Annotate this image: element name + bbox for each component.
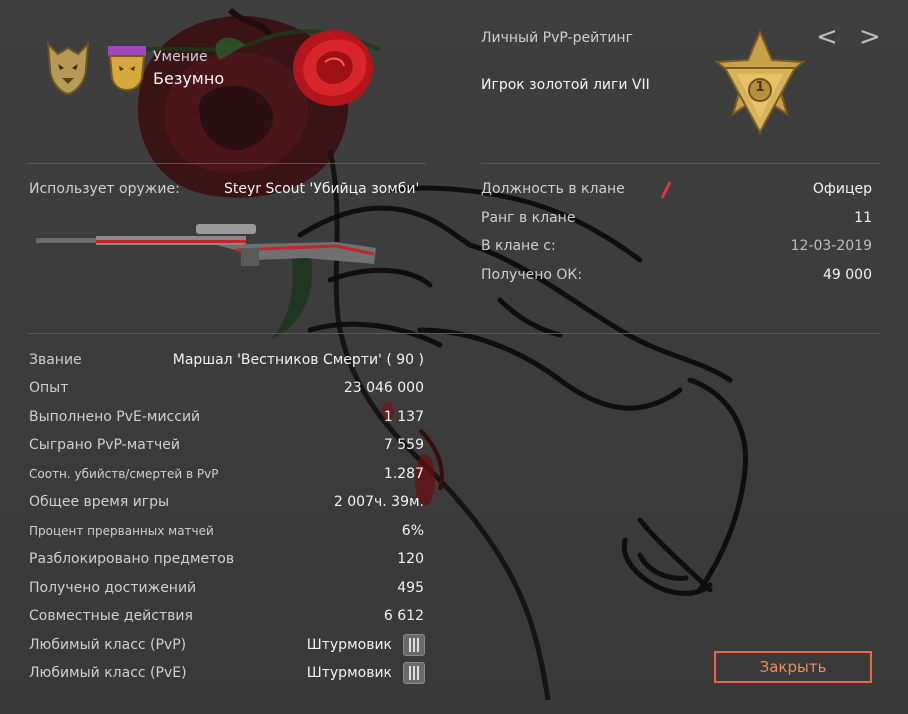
- divider-middle: [27, 333, 880, 334]
- stat-value: Штурмовик: [306, 665, 392, 681]
- weapon-name: Steyr Scout 'Убийца зомби': [224, 181, 420, 197]
- rifleman-class-icon: [403, 662, 425, 684]
- stat-label: Совместные действия: [29, 608, 193, 624]
- rating-prev-button[interactable]: <: [816, 22, 838, 52]
- stat-value: 1 137: [383, 409, 424, 425]
- stat-label: Получено достижений: [29, 580, 197, 596]
- skill-value: Безумно: [153, 69, 225, 88]
- stat-value: 2 007ч. 39м.: [333, 494, 424, 510]
- stat-value: 495: [397, 580, 424, 596]
- gold-league-emblem-icon: 1: [705, 28, 815, 140]
- divider-top-left: [27, 163, 426, 164]
- clan-row-value: 12-03-2019: [790, 238, 872, 254]
- rating-next-button[interactable]: >: [859, 22, 881, 52]
- stat-value: 1.287: [383, 466, 424, 482]
- clan-row-label: Получено ОК:: [481, 267, 583, 283]
- divider-top-right: [481, 163, 880, 164]
- close-button[interactable]: Закрыть: [714, 651, 872, 683]
- stat-label: Любимый класс (PvE): [29, 665, 187, 681]
- weapon-label: Использует оружие:: [29, 181, 180, 197]
- stat-label: Сыграно PvP-матчей: [29, 437, 181, 453]
- clan-row-value: Офицер: [812, 181, 872, 197]
- clan-row-value: 11: [854, 210, 872, 226]
- wolf-emblem-icon: [42, 38, 94, 96]
- stat-label: Процент прерванных матчей: [29, 524, 214, 538]
- league-rank-number: 1: [755, 80, 765, 95]
- league-text: Игрок золотой лиги VII: [481, 77, 650, 93]
- clan-row-label: В клане с:: [481, 238, 556, 254]
- clan-row-label: Должность в клане: [481, 181, 625, 197]
- stat-value: 23 046 000: [343, 380, 424, 396]
- stat-value: 6 612: [383, 608, 424, 624]
- skill-label: Умение: [153, 49, 208, 65]
- pvp-rating-label: Личный PvP-рейтинг: [481, 30, 633, 46]
- stat-label: Выполнено PvE-миссий: [29, 409, 201, 425]
- stat-value: Маршал 'Вестников Смерти' ( 90 ): [172, 352, 424, 368]
- stat-label: Общее время игры: [29, 494, 170, 510]
- clan-row-label: Ранг в клане: [481, 210, 576, 226]
- stat-value: Штурмовик: [306, 637, 392, 653]
- stat-label: Любимый класс (PvP): [29, 637, 187, 653]
- stat-label: Разблокировано предметов: [29, 551, 235, 567]
- stat-label: Звание: [29, 352, 82, 368]
- stat-value: 6%: [401, 523, 424, 539]
- stat-value: 120: [397, 551, 424, 567]
- skill-badge-icon: [106, 44, 148, 92]
- sniper-rifle-icon: [36, 218, 386, 274]
- stat-label: Соотн. убийств/смертей в PvP: [29, 467, 219, 481]
- stat-value: 7 559: [383, 437, 424, 453]
- rifleman-class-icon: [403, 634, 425, 656]
- stat-label: Опыт: [29, 380, 69, 396]
- clan-row-value: 49 000: [823, 267, 872, 283]
